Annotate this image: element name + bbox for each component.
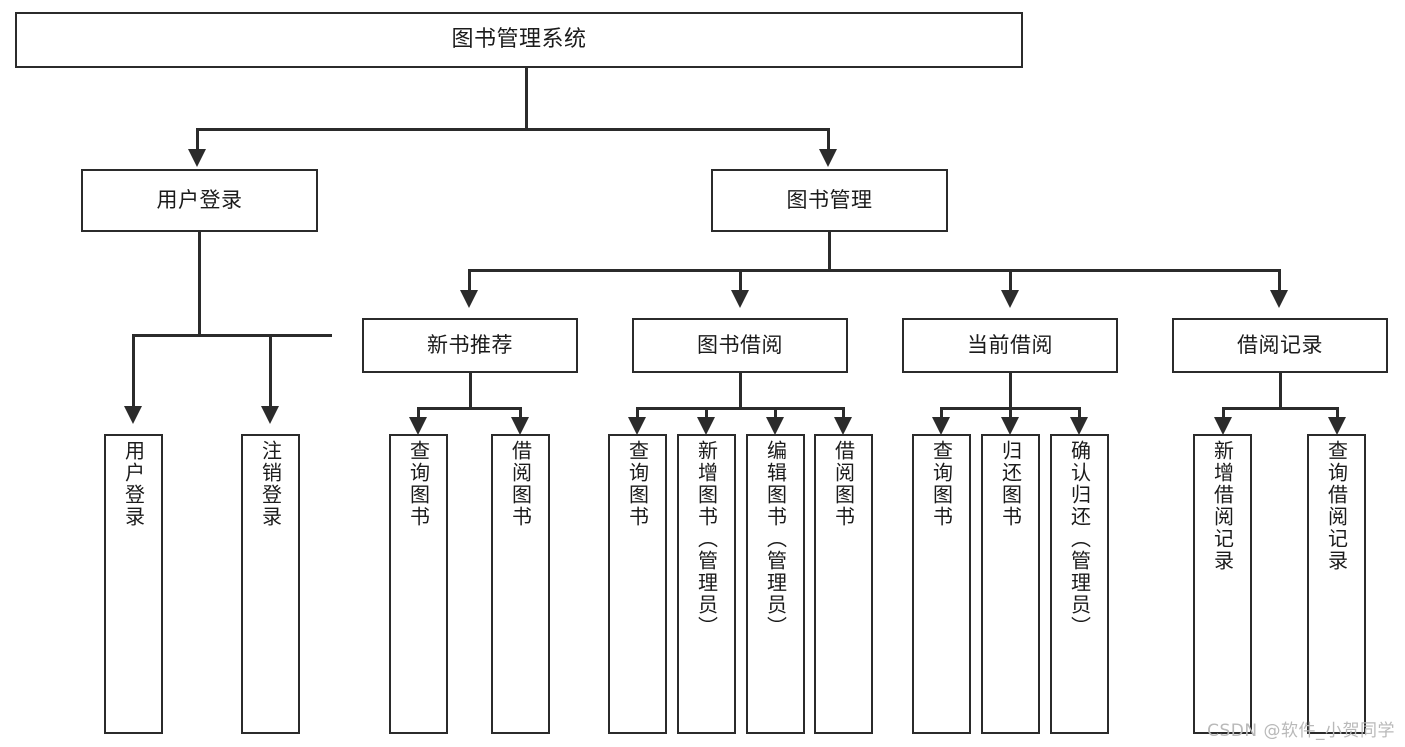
node-borrow-record[interactable]: 借阅记录 xyxy=(1172,318,1388,373)
node-root-system[interactable]: 图书管理系统 xyxy=(15,12,1023,68)
connector-root-stem xyxy=(525,68,528,130)
node-label: 查询图书 xyxy=(929,440,954,528)
watermark-csdn: CSDN @软件_小贺同学 xyxy=(1207,721,1395,741)
connector-new-book-bus xyxy=(417,407,522,410)
connector-new-book-drop-2 xyxy=(519,407,522,419)
connector-borrow-record-bus xyxy=(1222,407,1339,410)
arrow-borrow-record-leaf-1 xyxy=(1214,417,1232,435)
arrow-book-borrow-leaf-1 xyxy=(628,417,646,435)
leaf-user-login[interactable]: 用户登录 xyxy=(104,434,163,734)
connector-new-book-stem xyxy=(469,373,472,410)
node-label: 新增图书（管理员） xyxy=(694,440,719,638)
connector-borrow-record-stem xyxy=(1279,373,1282,410)
arrow-book-borrow-leaf-3 xyxy=(766,417,784,435)
connector-borrow-record-drop-1 xyxy=(1222,407,1225,419)
connector-current-borrow-stem xyxy=(1009,373,1012,410)
connector-current-borrow-drop-2 xyxy=(1009,407,1012,419)
node-book-borrow[interactable]: 图书借阅 xyxy=(632,318,848,373)
connector-book-borrow-drop-4 xyxy=(842,407,845,419)
leaf-logout-login[interactable]: 注销登录 xyxy=(241,434,300,734)
node-label: 新书推荐 xyxy=(427,333,513,358)
connector-root-to-user-login xyxy=(196,128,199,150)
leaf-add-book-admin[interactable]: 新增图书（管理员） xyxy=(677,434,736,734)
leaf-query-book-borrow[interactable]: 查询图书 xyxy=(608,434,667,734)
arrow-user-login-leaf-2 xyxy=(261,406,279,424)
node-user-login[interactable]: 用户登录 xyxy=(81,169,318,232)
arrow-borrow-record-leaf-2 xyxy=(1328,417,1346,435)
node-current-borrow[interactable]: 当前借阅 xyxy=(902,318,1118,373)
node-label: 用户登录 xyxy=(121,440,146,528)
connector-to-current-borrow xyxy=(1009,269,1012,291)
arrow-book-borrow-leaf-4 xyxy=(834,417,852,435)
node-label: 借阅图书 xyxy=(831,440,856,528)
connector-book-borrow-drop-2 xyxy=(705,407,708,419)
leaf-return-book[interactable]: 归还图书 xyxy=(981,434,1040,734)
connector-book-borrow-drop-1 xyxy=(636,407,639,419)
connector-user-login-drop-2 xyxy=(269,334,272,408)
connector-current-borrow-drop-3 xyxy=(1078,407,1081,419)
leaf-borrow-book[interactable]: 借阅图书 xyxy=(814,434,873,734)
leaf-query-book-recommend[interactable]: 查询图书 xyxy=(389,434,448,734)
connector-user-login-bus xyxy=(132,334,332,337)
node-label: 新增借阅记录 xyxy=(1210,440,1235,572)
node-label: 图书管理 xyxy=(786,188,873,213)
node-label: 归还图书 xyxy=(998,440,1023,528)
connector-borrow-record-drop-2 xyxy=(1336,407,1339,419)
connector-to-book-borrow xyxy=(739,269,742,291)
connector-book-borrow-drop-3 xyxy=(774,407,777,419)
leaf-query-book-current[interactable]: 查询图书 xyxy=(912,434,971,734)
connector-to-borrow-record xyxy=(1278,269,1281,291)
node-label: 图书借阅 xyxy=(697,333,783,358)
connector-current-borrow-drop-1 xyxy=(940,407,943,419)
connector-level3-bus xyxy=(468,269,1281,272)
node-label: 注销登录 xyxy=(258,440,283,528)
connector-user-login-drop-1 xyxy=(132,334,135,408)
connector-root-bus xyxy=(196,128,830,131)
connector-root-to-book-mgmt xyxy=(827,128,830,150)
arrow-to-book-borrow xyxy=(731,290,749,308)
leaf-borrow-book-recommend[interactable]: 借阅图书 xyxy=(491,434,550,734)
node-label: 编辑图书（管理员） xyxy=(763,440,788,638)
leaf-edit-book-admin[interactable]: 编辑图书（管理员） xyxy=(746,434,805,734)
arrow-to-current-borrow xyxy=(1001,290,1019,308)
node-label: 当前借阅 xyxy=(967,333,1053,358)
arrow-current-borrow-leaf-1 xyxy=(932,417,950,435)
arrow-new-book-leaf-2 xyxy=(511,417,529,435)
arrow-to-book-mgmt xyxy=(819,149,837,167)
node-label: 查询图书 xyxy=(625,440,650,528)
connector-new-book-drop-1 xyxy=(417,407,420,419)
node-label: 借阅图书 xyxy=(508,440,533,528)
arrow-book-borrow-leaf-2 xyxy=(697,417,715,435)
node-new-book-recommend[interactable]: 新书推荐 xyxy=(362,318,578,373)
arrow-new-book-leaf-1 xyxy=(409,417,427,435)
node-label: 用户登录 xyxy=(156,188,243,213)
node-book-management[interactable]: 图书管理 xyxy=(711,169,948,232)
node-label: 借阅记录 xyxy=(1237,333,1323,358)
connector-user-login-stem xyxy=(198,232,201,336)
arrow-to-borrow-record xyxy=(1270,290,1288,308)
node-label: 图书管理系统 xyxy=(451,27,587,53)
node-label: 查询借阅记录 xyxy=(1324,440,1349,572)
connector-book-borrow-bus xyxy=(636,407,845,410)
arrow-current-borrow-leaf-3 xyxy=(1070,417,1088,435)
connector-to-new-book xyxy=(468,269,471,291)
connector-book-mgmt-stem xyxy=(828,232,831,271)
arrow-to-user-login xyxy=(188,149,206,167)
node-label: 确认归还（管理员） xyxy=(1067,440,1092,638)
leaf-add-borrow-record[interactable]: 新增借阅记录 xyxy=(1193,434,1252,734)
leaf-confirm-return-admin[interactable]: 确认归还（管理员） xyxy=(1050,434,1109,734)
arrow-to-new-book xyxy=(460,290,478,308)
leaf-query-borrow-record[interactable]: 查询借阅记录 xyxy=(1307,434,1366,734)
connector-book-borrow-stem xyxy=(739,373,742,410)
node-label: 查询图书 xyxy=(406,440,431,528)
arrow-user-login-leaf-1 xyxy=(124,406,142,424)
arrow-current-borrow-leaf-2 xyxy=(1001,417,1019,435)
